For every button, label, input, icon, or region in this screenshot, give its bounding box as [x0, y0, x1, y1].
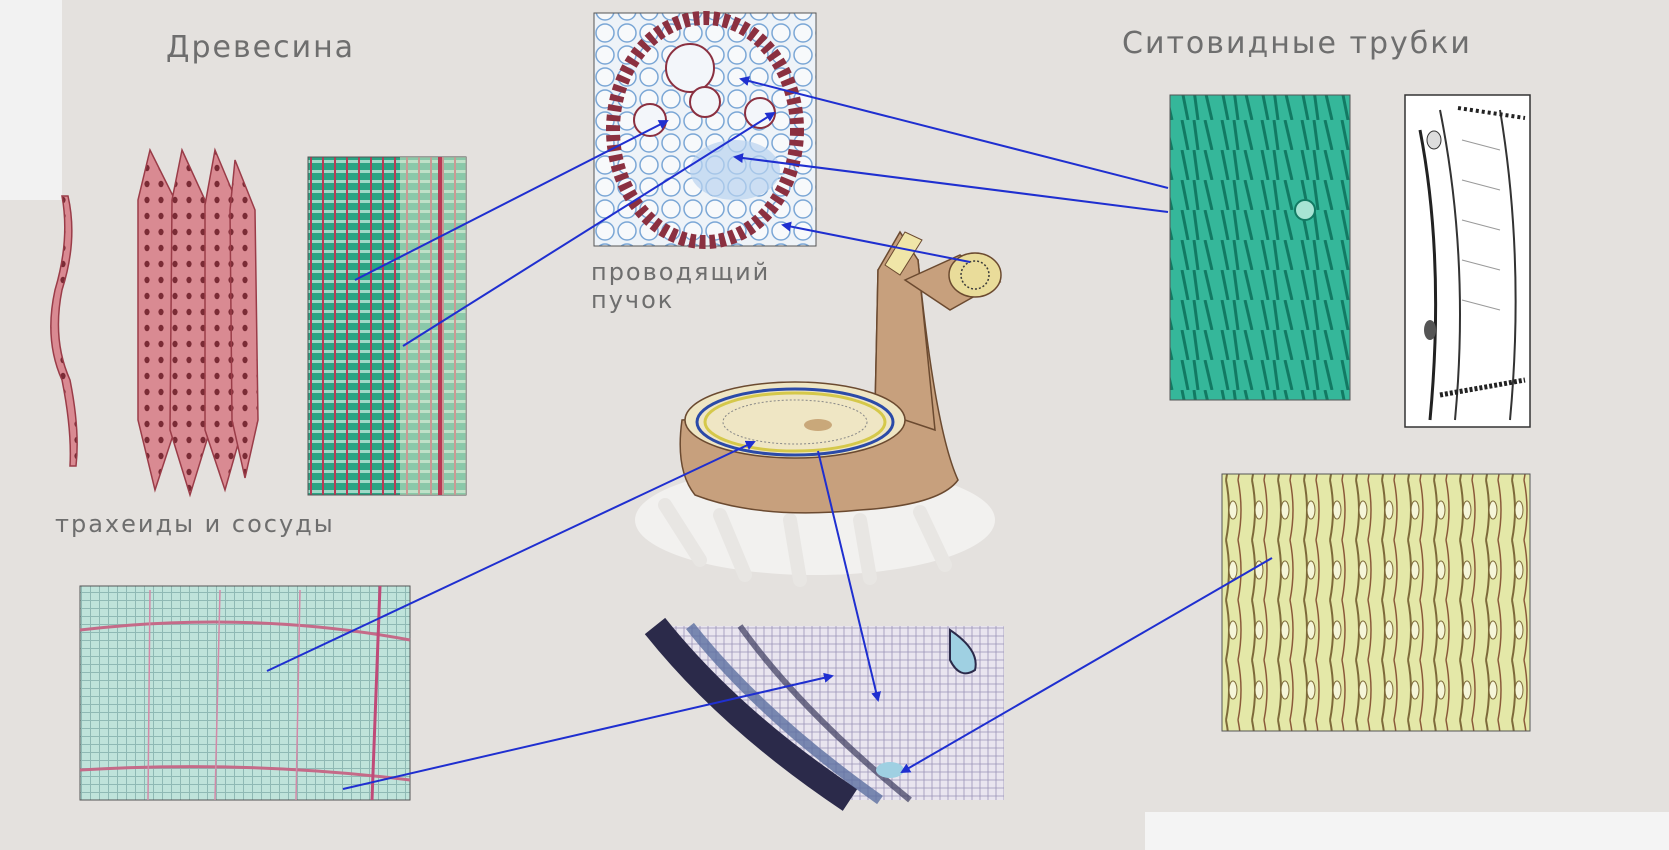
label-sieve-tubes: Ситовидные трубки	[1122, 26, 1472, 61]
sieve-tube-micrograph	[1170, 95, 1350, 400]
trunk-cross-section-micrograph	[655, 626, 1004, 800]
label-vascular-bundle: проводящий пучок	[591, 258, 770, 314]
vascular-bundle-section	[594, 13, 816, 246]
parenchyma-longitudinal-micrograph	[1222, 474, 1530, 731]
wood-cross-section-micrograph	[80, 586, 410, 800]
tracheid-thin-cell	[51, 196, 77, 466]
sieve-tube-drawing	[1405, 95, 1530, 427]
tracheid-cluster-illustration	[138, 150, 258, 495]
label-wood: Древесина	[166, 30, 355, 65]
corner-panel	[1145, 812, 1669, 850]
label-tracheids-vessels: трахеиды и сосуды	[55, 510, 335, 538]
